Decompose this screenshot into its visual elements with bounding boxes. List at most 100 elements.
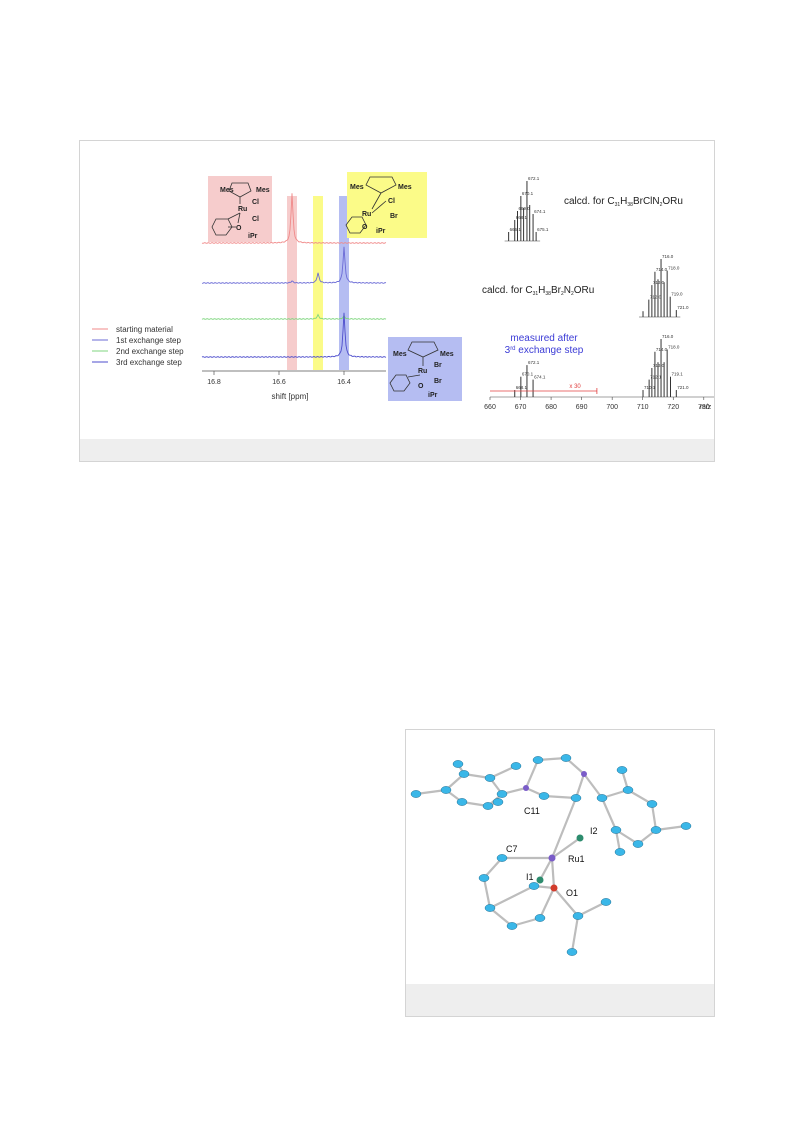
mes-label: Mes — [398, 184, 412, 191]
ms-peak-label: 714.0 — [656, 267, 668, 272]
carbon-atom — [614, 848, 626, 856]
ms-peak-label: 718.0 — [668, 344, 680, 349]
carbon-atom — [496, 790, 508, 798]
carbon-atom — [622, 786, 634, 794]
legend-label: 3rd exchange step — [116, 358, 182, 367]
nmr-band — [287, 196, 297, 370]
ipr-label: iPr — [428, 392, 438, 399]
calcd-formula-2: calcd. for C31H38Br2N2ORu — [482, 285, 594, 297]
atom-label-ru1: Ru1 — [568, 854, 585, 864]
nmr-band — [339, 196, 349, 370]
nitrogen-atom — [523, 785, 529, 791]
ms-tick-label: 700 — [606, 404, 618, 411]
iodine-atom — [576, 834, 584, 842]
ipr-label: iPr — [376, 228, 386, 235]
structure-box — [208, 176, 272, 242]
measured-title-line2: 3rd exchange step — [505, 345, 584, 356]
ru-label: Ru — [238, 206, 247, 213]
nmr-trace — [201, 246, 387, 284]
figure-caption-bar — [80, 439, 714, 461]
nmr-trace — [201, 313, 387, 320]
structure-dibromide: Mes Mes Ru Br Br O iPr — [388, 337, 462, 401]
br-label: Br — [390, 213, 398, 220]
carbon-atom — [484, 774, 496, 782]
ms-peak-label: 713.0 — [653, 280, 665, 285]
carbon-atom — [528, 882, 540, 890]
o-label: O — [362, 224, 368, 231]
ms-tick-label: 720 — [667, 404, 679, 411]
ms-tick-label: 680 — [545, 404, 557, 411]
measured-title-line1: measured after — [510, 333, 578, 344]
ms-tick-label: 670 — [515, 404, 527, 411]
ms-peak-label: 719.1 — [672, 372, 684, 377]
ms-peak-label: 674.1 — [534, 209, 546, 214]
atoms — [410, 754, 692, 956]
mes-label: Mes — [256, 187, 270, 194]
nmr-trace — [201, 193, 387, 244]
carbon-atom — [680, 822, 692, 830]
nmr-trace — [201, 312, 387, 358]
nmr-highlight-bands — [287, 196, 349, 370]
legend-label: starting material — [116, 325, 173, 334]
carbon-atom — [596, 794, 608, 802]
nmr-x-axis-label: shift [ppm] — [272, 392, 309, 401]
carbon-atom — [632, 840, 644, 848]
nmr-tick-label: 16.6 — [272, 379, 286, 386]
structure-mixed-halide: Mes Mes Ru Cl Br O iPr — [345, 172, 427, 238]
ms-peak-label: 666.1 — [510, 227, 522, 232]
br-label: Br — [434, 378, 442, 385]
ms-peak-label: 668.1 — [516, 385, 528, 390]
ru-label: Ru — [418, 368, 427, 375]
carbon-atom — [650, 826, 662, 834]
carbon-atom — [496, 854, 508, 862]
ms-peak-label: 716.0 — [662, 254, 674, 259]
atom-label-c7: C7 — [506, 844, 518, 854]
crystal-structure-graphic: C11 I2 C7 Ru1 I1 O1 — [410, 754, 692, 956]
ipr-label: iPr — [248, 233, 258, 240]
nmr-traces — [201, 193, 387, 358]
structure-starting-material: Mes Mes Ru Cl Cl O iPr — [208, 176, 272, 242]
atom-label-i2: I2 — [590, 826, 598, 836]
figure-nmr-ms: Mes Mes Ru Cl Cl O iPr Mes Mes Ru Cl Br — [79, 140, 715, 462]
carbon-atom — [510, 762, 522, 770]
carbon-atom — [646, 800, 658, 808]
carbon-atom — [478, 874, 490, 882]
ruthenium-atom — [548, 854, 556, 862]
carbon-atom — [572, 912, 584, 920]
carbon-atom — [600, 898, 612, 906]
atom-label-i1: I1 — [526, 872, 534, 882]
oxygen-atom — [550, 884, 558, 892]
structure-box — [347, 172, 427, 238]
carbon-atom — [560, 754, 572, 762]
o-label: O — [418, 383, 424, 390]
ms-peak-label: 712.0 — [650, 295, 662, 300]
ms-peak-label: 668.1 — [516, 215, 528, 220]
br-label: Br — [434, 362, 442, 369]
atom-label-o1: O1 — [566, 888, 578, 898]
ms-peak-label: 675.1 — [537, 227, 549, 232]
carbon-atom — [506, 922, 518, 930]
mes-label: Mes — [220, 187, 234, 194]
ms-peak-label: 721.0 — [677, 385, 689, 390]
ms-spectrum-measured: 668.1670.1672.1674.1710.1712.1713.0714.0… — [484, 334, 714, 411]
carbon-atom — [452, 760, 464, 768]
ms-peak-label: 670.1 — [522, 191, 534, 196]
mes-label: Mes — [440, 351, 454, 358]
ms-tick-label: 690 — [576, 404, 588, 411]
scale-note: x 30 — [569, 384, 581, 390]
ms-peak-label: 710.1 — [644, 385, 656, 390]
ms-peak-label: 713.0 — [653, 363, 665, 368]
carbon-atom — [440, 786, 452, 794]
ms-tick-label: 710 — [637, 404, 649, 411]
carbon-atom — [458, 770, 470, 778]
cl-label: Cl — [252, 199, 259, 206]
legend-label: 2nd exchange step — [116, 347, 184, 356]
ms-peak-label: 672.1 — [528, 176, 540, 181]
ms-peak-label: 721.0 — [677, 305, 689, 310]
carbon-atom — [534, 914, 546, 922]
ms-peak-label: 714.0 — [656, 347, 668, 352]
carbon-atom — [566, 948, 578, 956]
calcd-prefix: calcd. for C — [564, 196, 615, 207]
